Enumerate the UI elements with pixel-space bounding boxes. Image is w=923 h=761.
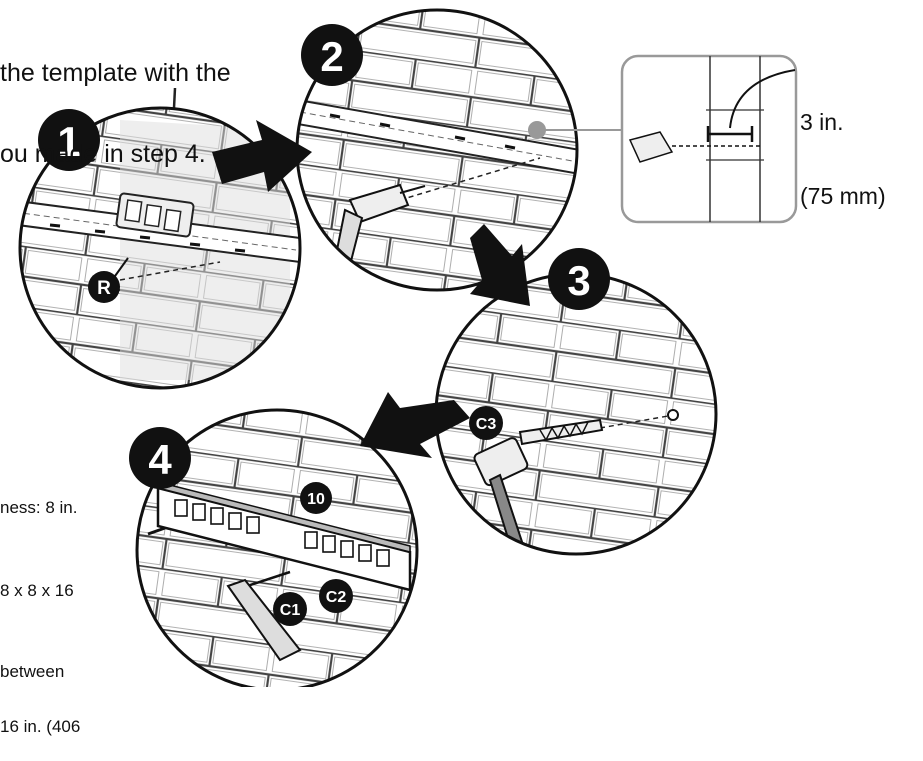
step-2-badge: 2 [301, 24, 363, 86]
depth-callout: 3 in. (75 mm) [800, 60, 886, 234]
label-c1: C1 [273, 592, 307, 626]
depth-callout-line-1: 3 in. [800, 110, 886, 135]
depth-callout-line-2: (75 mm) [800, 184, 886, 209]
svg-text:4: 4 [148, 436, 172, 483]
label-10: 10 [300, 482, 332, 514]
svg-text:C2: C2 [326, 589, 347, 606]
svg-text:3: 3 [567, 257, 590, 304]
caption-line-1: the template with the [0, 60, 231, 87]
step-3-badge: 3 [548, 248, 610, 310]
step-caption: the template with the ou made in step 4. [0, 6, 231, 195]
detail-anchor-dot [528, 121, 546, 139]
wall-notes: ness: 8 in. 8 x 8 x 16 between 16 in. (4… [0, 462, 80, 761]
svg-text:2: 2 [320, 33, 343, 80]
drill-depth-detail [622, 56, 796, 222]
label-c2: C2 [319, 579, 353, 613]
svg-text:R: R [97, 278, 111, 299]
note-thickness: ness: 8 in. [0, 499, 80, 517]
svg-text:10: 10 [307, 491, 325, 508]
caption-line-2: ou made in step 4. [0, 141, 231, 168]
note-spacing-2: 16 in. (406 [0, 718, 80, 736]
svg-text:C3: C3 [476, 416, 497, 433]
label-c3: C3 [469, 406, 503, 440]
note-block-size: 8 x 8 x 16 [0, 582, 80, 600]
step-4-badge: 4 [129, 427, 191, 489]
note-spacing-1: between [0, 663, 80, 681]
svg-text:C1: C1 [280, 602, 301, 619]
label-r: R [88, 271, 120, 303]
installation-diagram: 1 2 3 4 R C3 10 C2 C1 the template with … [0, 0, 923, 687]
